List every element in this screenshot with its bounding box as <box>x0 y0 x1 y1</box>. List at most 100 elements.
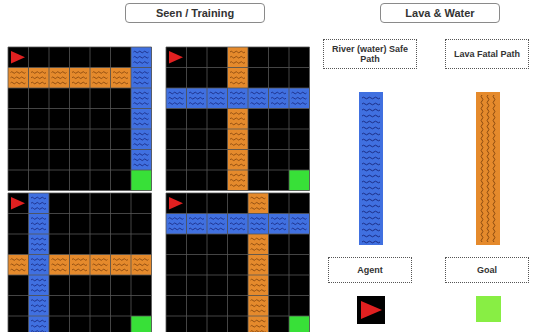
water-wave <box>210 103 225 105</box>
grid-line <box>248 193 249 332</box>
water-wave <box>362 175 380 177</box>
water-wave <box>31 243 46 245</box>
grid-line <box>166 275 310 276</box>
water-wave <box>251 103 266 105</box>
goal-cell <box>131 316 152 332</box>
water-cell <box>29 275 50 296</box>
lava-wave <box>52 77 67 79</box>
lava-wave <box>230 159 245 161</box>
grid-line <box>8 88 152 89</box>
lava-cell <box>248 234 269 255</box>
lava-wave <box>230 72 245 74</box>
lava-wave <box>52 269 67 271</box>
lava-cell <box>228 129 249 150</box>
grid-line <box>166 254 310 255</box>
label-text: River (water) Safe Path <box>324 44 416 65</box>
lava-wave <box>72 269 87 271</box>
water-wave <box>251 228 266 230</box>
agent-icon-background <box>357 296 385 324</box>
water-cell <box>248 214 269 235</box>
grid-line <box>8 295 152 296</box>
grid-line <box>207 47 208 191</box>
water-wave <box>31 208 46 210</box>
water-cell <box>269 214 290 235</box>
lava-cell <box>228 88 249 109</box>
water-wave <box>362 103 380 105</box>
grid-line <box>166 67 310 68</box>
water-wave <box>362 163 380 165</box>
water-wave <box>230 92 245 94</box>
water-cell <box>131 150 152 171</box>
grid-world <box>8 47 152 191</box>
water-wave <box>362 235 380 237</box>
lava-cell <box>29 68 50 89</box>
lava-wave <box>251 249 266 251</box>
lava-cell <box>248 275 269 296</box>
grid-line <box>268 47 269 191</box>
grid-line <box>69 47 70 191</box>
lava-wave <box>93 264 108 266</box>
section-header: Seen / Training <box>125 3 265 23</box>
water-wave <box>31 331 46 332</box>
water-wave <box>292 92 307 94</box>
water-wave <box>134 118 149 120</box>
lava-wave <box>230 179 245 181</box>
grid-line <box>8 193 152 194</box>
lava-wave <box>52 72 67 74</box>
grid-line <box>49 47 50 191</box>
lava-wave <box>251 259 266 261</box>
lava-wave <box>230 62 245 64</box>
grid-background <box>8 47 152 191</box>
grid-line <box>289 47 290 191</box>
water-wave <box>189 92 204 94</box>
agent-triangle <box>11 197 25 210</box>
goal-cell <box>131 170 152 191</box>
water-wave <box>134 138 149 140</box>
water-wave <box>134 77 149 79</box>
grid-line <box>8 170 152 171</box>
water-wave <box>210 228 225 230</box>
water-cell <box>207 214 228 235</box>
lava-cell <box>248 214 269 235</box>
grid-world <box>166 47 310 191</box>
grid-line <box>131 47 132 191</box>
water-wave <box>362 133 380 135</box>
water-wave <box>362 217 380 219</box>
lava-wave <box>93 259 108 261</box>
lava-cell <box>49 255 70 276</box>
water-wave <box>134 144 149 146</box>
water-wave <box>134 92 149 94</box>
lava-wave <box>134 269 149 271</box>
lava-wave <box>31 72 46 74</box>
lava-cell <box>8 68 29 89</box>
label-text: Seen / Training <box>156 7 234 20</box>
water-wave <box>31 320 46 322</box>
water-wave <box>169 223 184 225</box>
goal-cell <box>289 316 310 332</box>
water-cell <box>29 214 50 235</box>
water-wave <box>134 97 149 99</box>
grid-line <box>151 47 152 191</box>
water-wave <box>362 241 380 243</box>
water-wave <box>362 181 380 183</box>
water-wave <box>169 218 184 220</box>
lava-wave <box>230 164 245 166</box>
water-wave <box>31 249 46 251</box>
lava-wave <box>93 269 108 271</box>
agent-triangle <box>361 301 382 319</box>
lava-wave <box>230 113 245 115</box>
lava-wave <box>113 82 128 84</box>
lava-wave <box>134 264 149 266</box>
water-wave <box>292 103 307 105</box>
water-wave <box>31 259 46 261</box>
water-wave <box>31 305 46 307</box>
water-wave <box>230 218 245 220</box>
grid-line <box>166 234 310 235</box>
water-cell <box>29 296 50 317</box>
water-wave <box>362 127 380 129</box>
lava-wave <box>11 82 26 84</box>
water-wave <box>210 97 225 99</box>
lava-wave <box>11 259 26 261</box>
water-cell <box>29 234 50 255</box>
